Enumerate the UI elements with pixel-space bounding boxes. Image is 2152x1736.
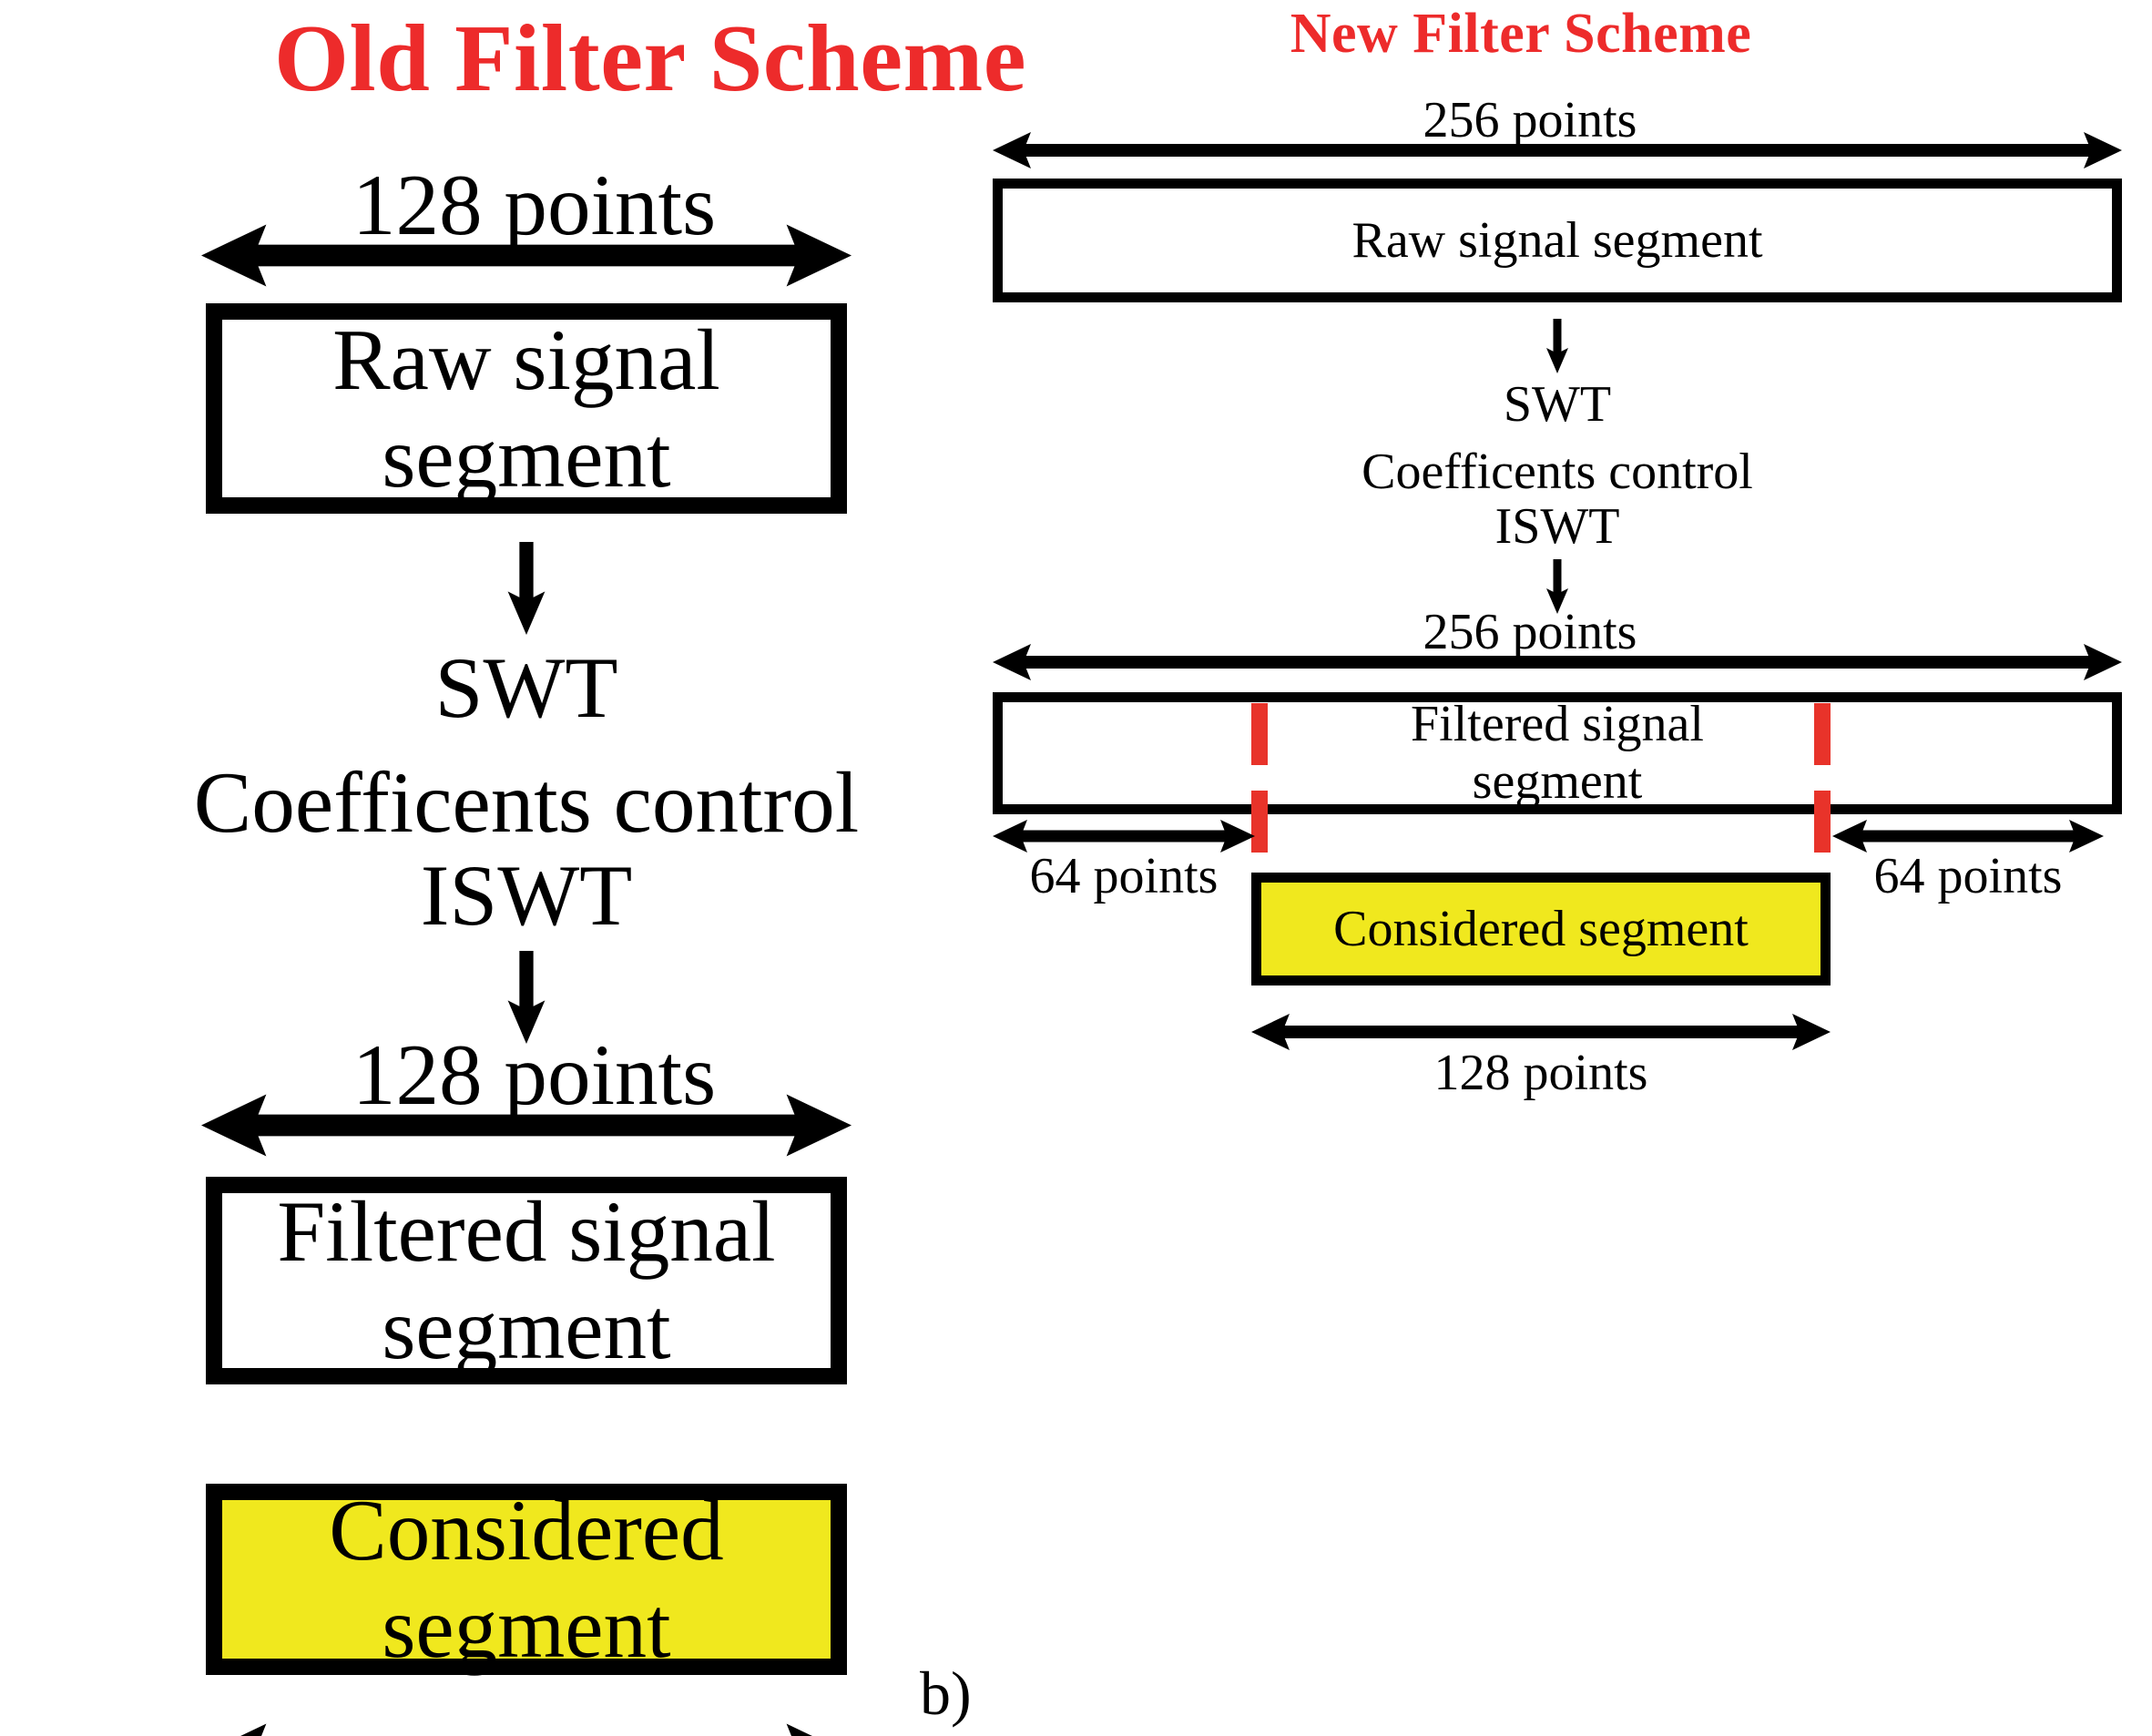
old-considered-segment-label: Considered segment xyxy=(329,1482,724,1676)
new-scheme-title: New Filter Scheme xyxy=(1290,3,1752,65)
new-filtered-signal-label: Filtered signal segment xyxy=(1411,696,1704,810)
new-considered-segment-box: Considered segment xyxy=(1251,873,1831,985)
new-right-margin-label: 64 points xyxy=(1873,848,2063,904)
old-considered-segment-box: Considered segment xyxy=(206,1482,847,1676)
new-right-boundary-dash-1 xyxy=(1814,703,1831,765)
old-top-dimension-arrow xyxy=(201,224,852,287)
new-left-boundary-dash-1 xyxy=(1251,703,1268,765)
old-filtered-signal-label: Filtered signal segment xyxy=(277,1183,776,1377)
old-scheme-title: Old Filter Scheme xyxy=(273,5,1027,112)
new-arrow-raw-to-swt xyxy=(1546,319,1568,373)
new-bottom-dimension-arrow xyxy=(1251,1014,1831,1050)
old-filtered-signal-box: Filtered signal segment xyxy=(206,1177,847,1384)
new-step-coefficents-control: Coefficents control xyxy=(1362,444,1753,500)
new-left-margin-label: 64 points xyxy=(1029,848,1219,904)
new-left-boundary-dash-2 xyxy=(1251,791,1268,853)
old-raw-signal-box: Raw signal segment xyxy=(206,303,847,515)
new-top-dimension-arrow xyxy=(993,132,2122,168)
new-arrow-iswt-to-filtered xyxy=(1546,559,1568,614)
new-right-margin-arrow xyxy=(1832,820,2104,853)
new-raw-signal-box: Raw signal segment xyxy=(993,179,2122,302)
old-arrow-iswt-to-filtered xyxy=(507,950,546,1044)
old-step-iswt: ISWT xyxy=(420,847,633,945)
new-mid-dimension-label: 256 points xyxy=(1423,604,1637,660)
old-bottom-dimension-arrow xyxy=(240,1723,813,1736)
old-step-coefficents-control: Coefficents control xyxy=(193,754,860,852)
new-bottom-dimension-label: 128 points xyxy=(1433,1045,1648,1101)
new-left-margin-arrow xyxy=(993,820,1255,853)
new-raw-signal-label: Raw signal segment xyxy=(1351,211,1763,269)
new-step-swt: SWT xyxy=(1503,376,1612,433)
old-top-dimension-label: 128 points xyxy=(352,157,717,253)
old-arrow-raw-to-swt xyxy=(507,542,546,635)
old-step-swt: SWT xyxy=(434,639,618,737)
old-raw-signal-label: Raw signal segment xyxy=(332,311,720,505)
new-considered-segment-label: Considered segment xyxy=(1333,900,1749,957)
new-top-dimension-label: 256 points xyxy=(1423,92,1637,148)
new-step-iswt: ISWT xyxy=(1494,498,1620,555)
new-mid-dimension-arrow xyxy=(993,644,2122,680)
old-mid-dimension-label: 128 points xyxy=(352,1026,717,1124)
new-filtered-signal-box: Filtered signal segment xyxy=(993,692,2122,814)
new-right-boundary-dash-2 xyxy=(1814,791,1831,853)
new-panel-caption: b) xyxy=(920,1659,972,1728)
old-mid-dimension-arrow xyxy=(201,1094,852,1157)
